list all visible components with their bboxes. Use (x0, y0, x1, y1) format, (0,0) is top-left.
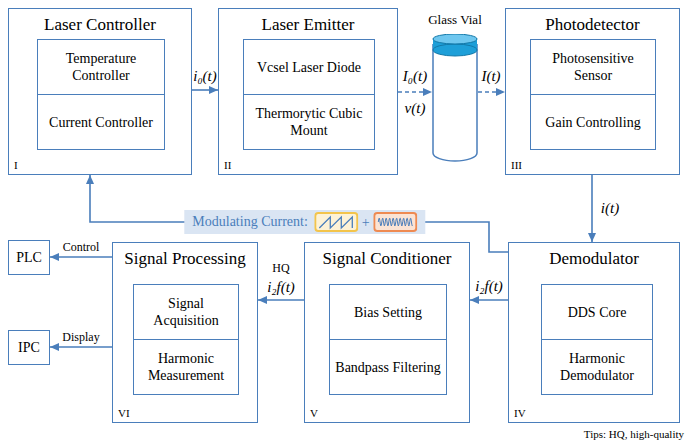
modulation-band: Modulating Current: + (184, 210, 425, 234)
module-title: Signal Processing (113, 249, 257, 269)
connector (478, 91, 505, 93)
connector (398, 91, 432, 93)
sawtooth-icon (314, 212, 358, 232)
block-text: PLC (16, 249, 42, 266)
sub-block: Signal Acquisition (133, 284, 239, 340)
edge-label: I₀(t) (403, 68, 427, 84)
sub-block: Harmonic Measurement (133, 339, 239, 395)
edge-label: i₂f(t) (475, 278, 503, 294)
block-text: Vcsel Laser Diode (257, 59, 361, 76)
module-title: Demodulator (509, 249, 679, 269)
sub-block: Current Controller (37, 94, 165, 150)
block-text: Temperature Controller (43, 50, 159, 84)
edge-label: Control (63, 239, 100, 255)
sub-block: Thermorytic Cubic Mount (243, 94, 375, 150)
sub-block: Photosensitive Sensor (530, 39, 656, 95)
module-box: Laser EmitterII Vcsel Laser DiodeThermory… (218, 8, 398, 175)
connector (591, 175, 593, 242)
block-text: Bandpass Filtering (335, 359, 440, 376)
module-number: III (511, 159, 522, 171)
module-box: Signal ProcessingVI Signal AcquisitionHar… (112, 242, 258, 423)
edge-label: i₀(t) (193, 68, 217, 84)
sub-block: Bias Setting (329, 284, 447, 340)
module-title: Photodetector (506, 15, 679, 35)
module-title: Laser Controller (9, 15, 191, 35)
module-box: DemodulatorIV DDS CoreHarmonic Demodulato… (508, 242, 680, 423)
edge-label: i₂f(t) (267, 279, 295, 295)
vial-cap-top (433, 34, 477, 44)
module-number: V (310, 407, 318, 419)
module-box: Laser ControllerI Temperature ControllerC… (8, 8, 192, 175)
block-text: Thermorytic Cubic Mount (249, 105, 369, 139)
glass-vial: Glass Vial (432, 34, 478, 162)
block-text: Harmonic Demodulator (547, 350, 647, 384)
vial-label: Glass Vial (402, 12, 508, 27)
sine-icon (374, 212, 418, 232)
vial-cap-bottom (433, 44, 477, 56)
edge-label: i(t) (601, 200, 619, 216)
block-text: Current Controller (49, 114, 153, 131)
connector (50, 256, 112, 258)
module-number: II (224, 159, 231, 171)
vial-drawing (432, 34, 478, 162)
block-text: Harmonic Measurement (139, 350, 233, 384)
connector (50, 346, 112, 348)
block-text: Bias Setting (354, 304, 422, 321)
connector (258, 299, 304, 301)
sub-block: Bandpass Filtering (329, 339, 447, 395)
connector (192, 89, 218, 91)
plus-slot: + (362, 213, 370, 231)
footnote: Tips: HQ, high-quality (584, 426, 684, 442)
sub-block: Vcsel Laser Diode (243, 39, 375, 95)
edge-label: Modulating Current: (192, 213, 308, 231)
connector (470, 299, 508, 301)
sub-block: DDS Core (541, 284, 653, 340)
connector (90, 175, 508, 252)
module-title: Signal Conditioner (305, 249, 469, 269)
block-text: Gain Controlling (545, 114, 640, 131)
plus-sign: + (362, 215, 370, 230)
module-title: Laser Emitter (219, 15, 397, 35)
module-box: PhotodetectorIII Photosensitive SensorGai… (505, 8, 680, 175)
block-text: DDS Core (568, 304, 627, 321)
module-number: IV (514, 407, 526, 419)
output-box: IPC (8, 330, 50, 365)
module-number: I (14, 159, 18, 171)
block-text: IPC (18, 339, 40, 356)
block-text: Signal Acquisition (139, 295, 233, 329)
sub-block: Gain Controlling (530, 94, 656, 150)
module-number: VI (118, 407, 130, 419)
output-box: PLC (8, 240, 50, 275)
signal-name: v(t) (405, 100, 426, 116)
edge-label: Display (62, 329, 99, 345)
vial-body (433, 44, 477, 161)
module-box: Signal ConditionerV Bias SettingBandpass … (304, 242, 470, 423)
block-text: Photosensitive Sensor (536, 50, 650, 84)
sub-block: Temperature Controller (37, 39, 165, 95)
edge-label: I(t) (481, 68, 500, 84)
sub-block: Harmonic Demodulator (541, 339, 653, 395)
quality-mark: HQ (272, 260, 289, 276)
